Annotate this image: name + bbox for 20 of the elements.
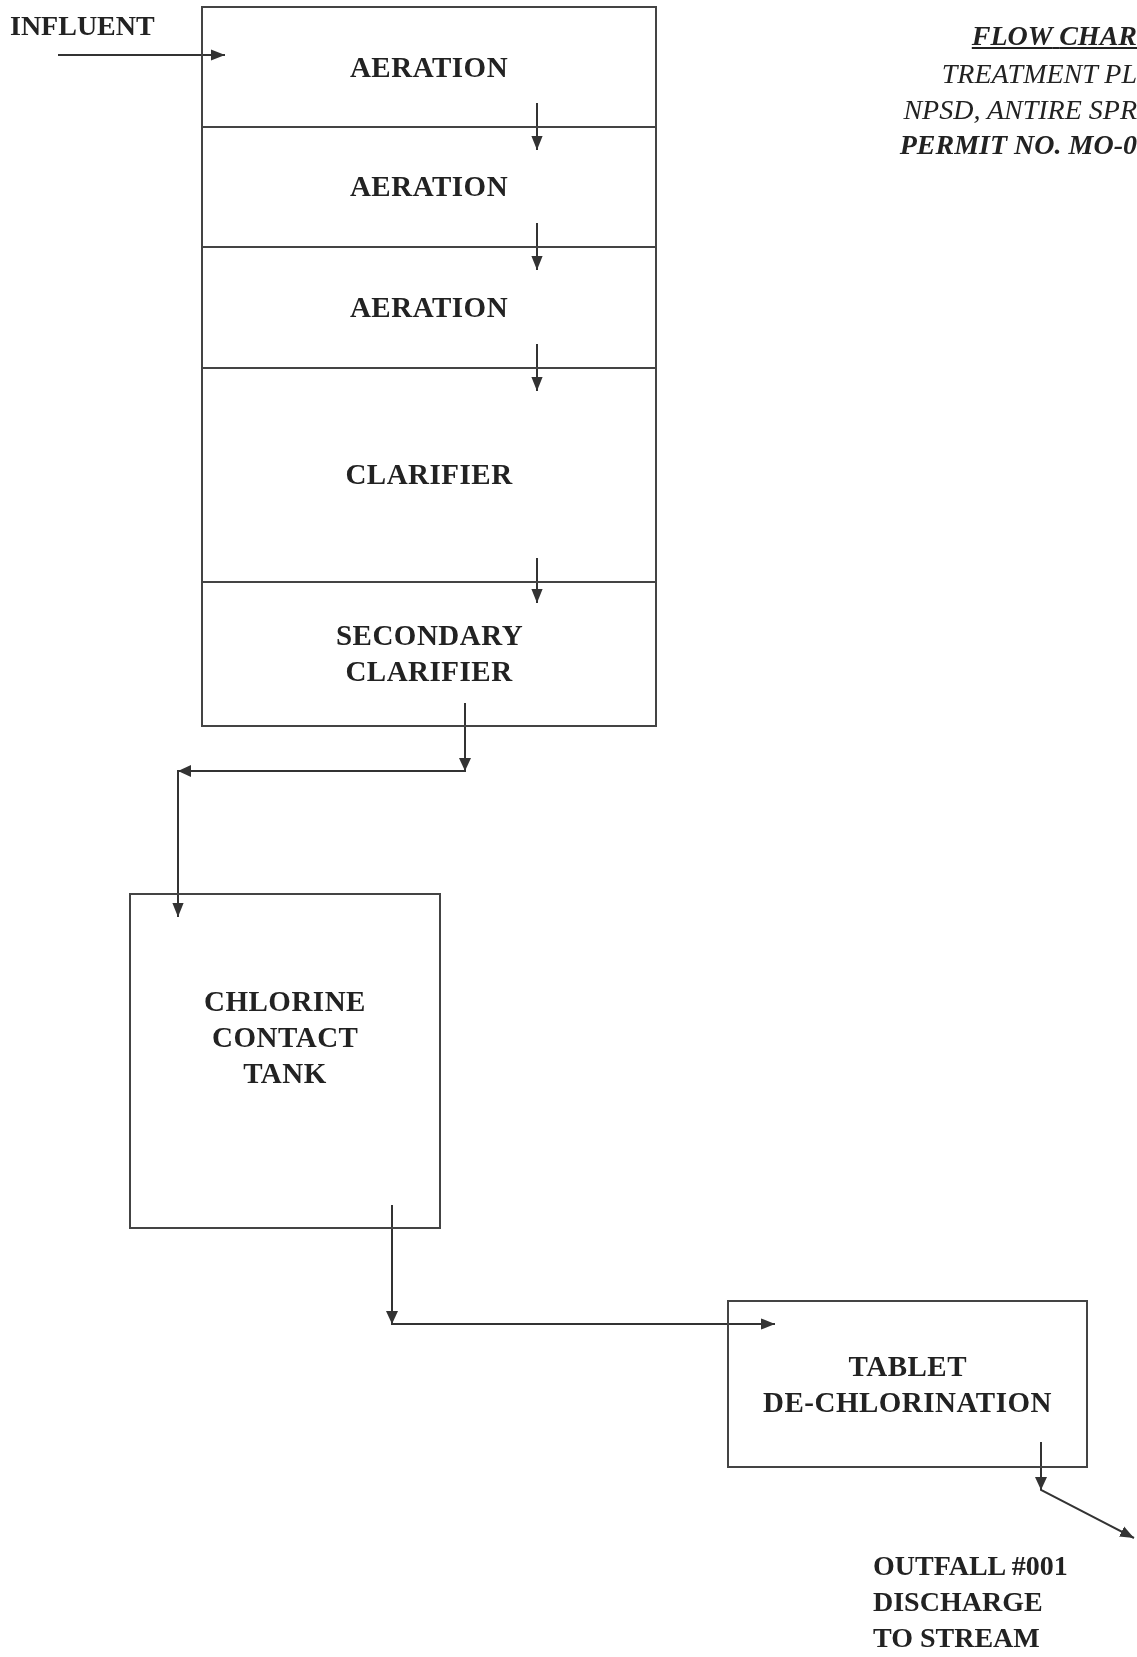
process-box: [201, 126, 657, 248]
box-label: CLARIFIER: [345, 457, 513, 492]
process-box: [201, 6, 657, 128]
box-label: AERATION: [349, 289, 509, 325]
box-label: TABLET DE-CHLORINATION: [762, 1349, 1053, 1420]
subtitle: PERMIT NO. MO-0: [899, 128, 1137, 162]
subtitle: TREATMENT PL: [941, 57, 1137, 91]
process-box: [201, 367, 657, 583]
process-box: [727, 1300, 1088, 1468]
flow-label: INFLUENT: [10, 9, 155, 43]
box-label: AERATION: [349, 169, 509, 204]
box-label: SECONDARY CLARIFIER: [334, 618, 524, 689]
flow-label: OUTFALL #001 DISCHARGE TO STREAM: [873, 1549, 1069, 1655]
box-label: CHLORINE CONTACT TANK: [203, 984, 367, 1091]
process-box: [201, 246, 657, 369]
box-label: AERATION: [349, 50, 509, 85]
process-box: [129, 893, 441, 1229]
subtitle: NPSD, ANTIRE SPR: [903, 93, 1137, 127]
process-box: [201, 581, 657, 727]
title: FLOW CHAR: [971, 19, 1137, 53]
